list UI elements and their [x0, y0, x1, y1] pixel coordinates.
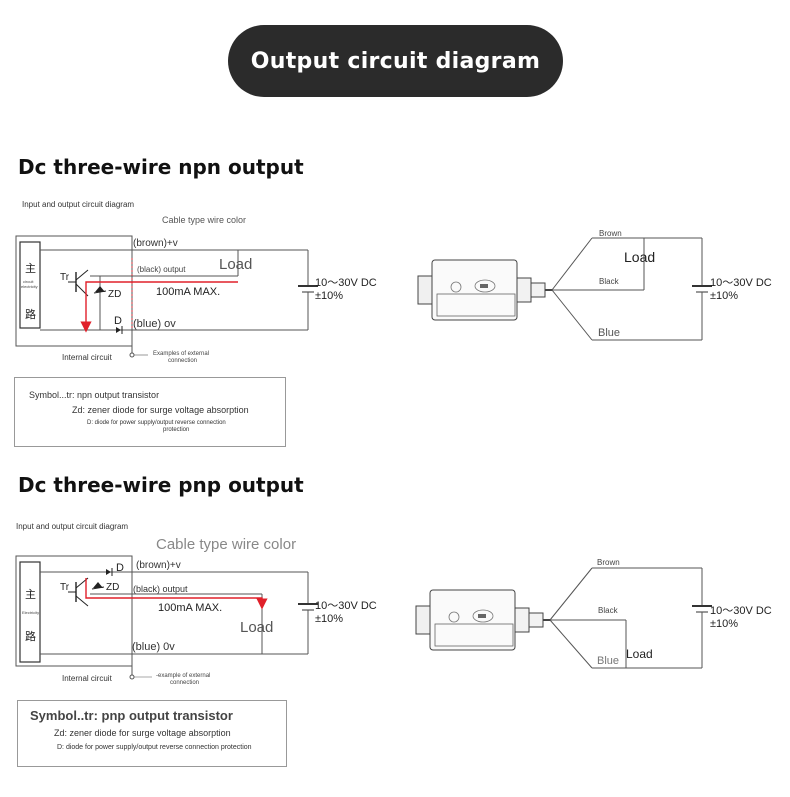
npn-block-small-2: electricity [21, 284, 38, 289]
page-title: Output circuit diagram [250, 48, 541, 74]
pnp-block-small-1: Electricity [22, 610, 39, 615]
npn-internal-label: Internal circuit [62, 353, 113, 362]
pnp-section-title: Dc three-wire pnp output [18, 473, 304, 497]
npn-right-tolerance: ±10% [710, 290, 738, 302]
npn-blue-label: (blue) ov [133, 318, 176, 330]
pnp-sensor-wiring: Brown Black Blue Load 10～30V DC ±10% [415, 558, 772, 669]
npn-current-path [80, 281, 238, 333]
npn-black-label: (black) output [137, 265, 186, 274]
npn-block-char-1: 主 [25, 262, 36, 275]
pnp-legend-box: Symbol..tr: pnp output transistor Zd: ze… [17, 700, 287, 767]
npn-zd-label: ZD [108, 289, 121, 300]
pnp-legend-line-2: Zd: zener diode for surge voltage absorp… [54, 728, 231, 738]
npn-zener-diode [95, 286, 105, 292]
npn-section-title: Dc three-wire npn output [18, 155, 304, 179]
npn-sensor-body [431, 259, 518, 321]
npn-main-circuit-block [19, 241, 41, 329]
pnp-right-blue: Blue [597, 655, 619, 667]
npn-diode-d [116, 327, 121, 333]
pnp-black-label: (black) output [133, 584, 188, 594]
pnp-supply-label: 10～30V DC [315, 600, 377, 612]
pnp-right-black: Black [598, 606, 619, 615]
pnp-right-brown: Brown [597, 558, 620, 567]
pnp-main-circuit-block [19, 561, 41, 663]
pnp-legend-line-1: Symbol..tr: pnp output transistor [30, 708, 233, 723]
npn-supply-label: 10～30V DC [315, 277, 377, 289]
npn-tolerance-label: ±10% [315, 290, 343, 302]
pnp-right-supply: 10～30V DC [710, 605, 772, 617]
npn-legend-line-3: D: diode for power supply/output reverse… [87, 420, 226, 426]
npn-block-char-2: 路 [25, 308, 36, 321]
npn-right-supply: 10～30V DC [710, 277, 772, 289]
npn-brown-lead [551, 237, 593, 291]
pnp-internal-box [15, 555, 133, 667]
pnp-external-label-1: -example of external [156, 673, 210, 679]
pnp-diode-d [106, 569, 111, 575]
header-pill: Output circuit diagram [228, 25, 563, 97]
pnp-legend-line-3: D: diode for power supply/output reverse… [57, 744, 252, 751]
npn-legend-line-2: Zd: zener diode for surge voltage absorp… [72, 405, 249, 415]
pnp-tr-label: Tr [60, 582, 70, 593]
npn-external-label-2: connection [168, 358, 197, 364]
pnp-block-char-1: 主 [25, 588, 36, 601]
pnp-zener-diode [93, 582, 103, 588]
npn-brown-label: (brown)+v [133, 238, 178, 249]
pnp-brown-lead [549, 567, 593, 621]
npn-right-brown: Brown [599, 229, 622, 238]
npn-circuit: Input and output circuit diagram Cable t… [15, 200, 377, 364]
pnp-circuit: Input and output circuit diagram Cable t… [15, 522, 377, 686]
pnp-cable-color-label: Cable type wire color [156, 536, 296, 553]
pnp-zd-label: ZD [106, 582, 119, 593]
pnp-external-label-2: connection [170, 680, 199, 686]
npn-right-black: Black [599, 277, 620, 286]
pnp-sensor-body [429, 589, 516, 651]
pnp-blue-label: (blue) 0v [132, 641, 175, 653]
npn-current-label: 100mA MAX. [156, 286, 220, 298]
npn-legend-line-4: protection [163, 427, 190, 433]
pnp-current-path [85, 578, 268, 610]
npn-right-load: Load [624, 249, 655, 265]
pnp-right-load: Load [626, 647, 653, 661]
pnp-internal-label: Internal circuit [62, 674, 113, 683]
npn-tr-label: Tr [60, 272, 70, 283]
npn-cable-color-label: Cable type wire color [162, 215, 246, 225]
pnp-load-label: Load [240, 619, 273, 636]
pnp-brown-label: (brown)+v [136, 560, 181, 571]
pnp-tolerance-label: ±10% [315, 613, 343, 625]
npn-sensor-wiring: Brown Black Blue Load 10～30V DC ±10% [417, 229, 772, 341]
npn-d-label: D [114, 315, 122, 327]
npn-right-blue: Blue [598, 327, 620, 339]
pnp-blue-lead [549, 619, 593, 669]
npn-legend-box: Symbol...tr: npn output transistor Zd: z… [14, 377, 286, 447]
pnp-current-label: 100mA MAX. [158, 602, 222, 614]
npn-subtitle: Input and output circuit diagram [22, 200, 134, 209]
npn-legend-line-1: Symbol...tr: npn output transistor [29, 390, 160, 400]
pnp-subtitle: Input and output circuit diagram [16, 522, 128, 531]
npn-block-small-1: circuit [23, 279, 34, 284]
pnp-d-label: D [116, 562, 124, 574]
pnp-block-char-2: 路 [25, 630, 36, 643]
npn-external-label-1: Examples of external [153, 351, 209, 357]
npn-blue-lead [551, 289, 593, 341]
npn-load-label: Load [219, 256, 252, 273]
pnp-right-tolerance: ±10% [710, 618, 738, 630]
